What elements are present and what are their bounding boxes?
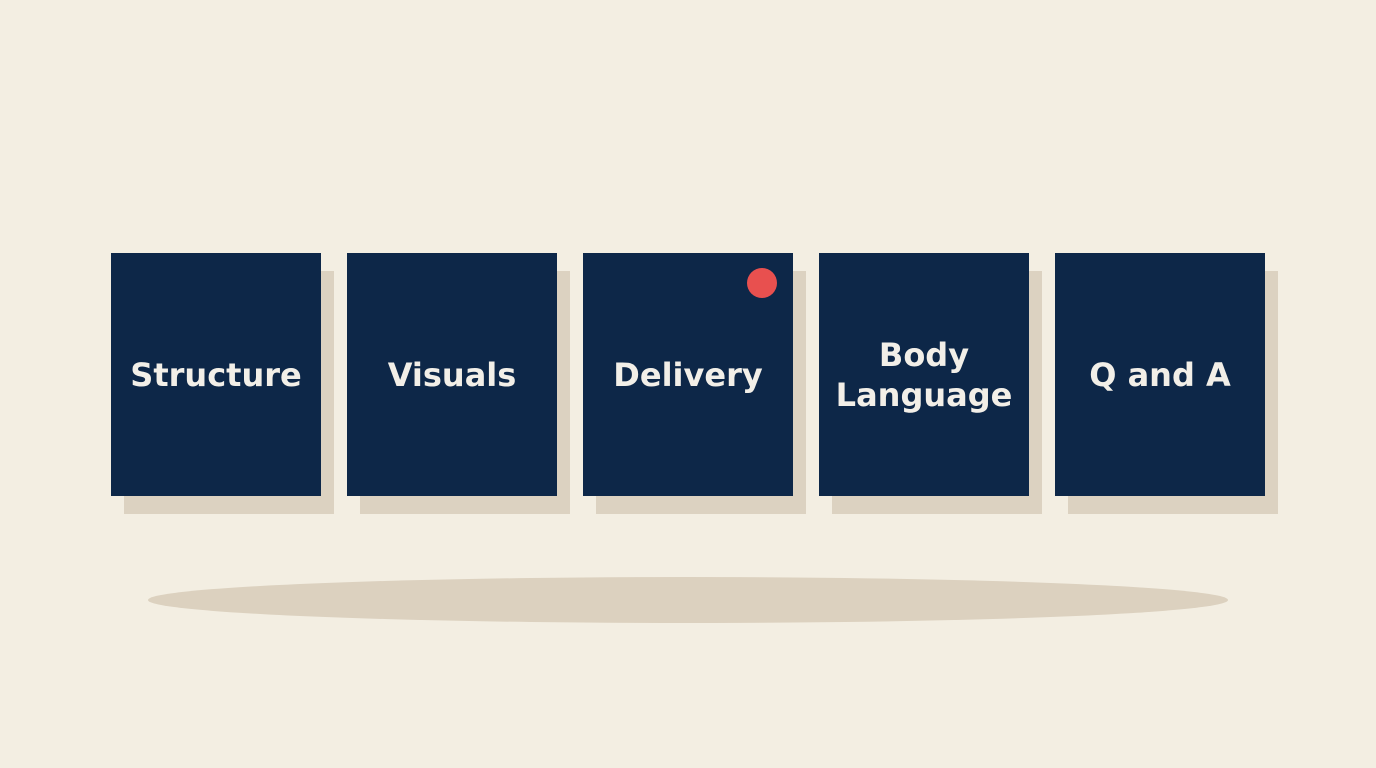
card-label: Q and A bbox=[1089, 355, 1231, 394]
highlight-dot-icon bbox=[747, 268, 777, 298]
card-structure-wrapper: Structure bbox=[111, 253, 334, 514]
card-visuals: Visuals bbox=[347, 253, 557, 496]
card-body-language-wrapper: Body Language bbox=[819, 253, 1042, 514]
card-body-language: Body Language bbox=[819, 253, 1029, 496]
card-label: Delivery bbox=[613, 355, 763, 394]
card-q-and-a: Q and A bbox=[1055, 253, 1265, 496]
card-delivery-wrapper: Delivery bbox=[583, 253, 806, 514]
floor-shadow bbox=[148, 577, 1228, 623]
card-label: Visuals bbox=[387, 355, 517, 394]
card-visuals-wrapper: Visuals bbox=[347, 253, 570, 514]
card-q-and-a-wrapper: Q and A bbox=[1055, 253, 1278, 514]
card-label: Body Language bbox=[835, 335, 1013, 414]
card-structure: Structure bbox=[111, 253, 321, 496]
card-label: Structure bbox=[130, 355, 302, 394]
card-delivery: Delivery bbox=[583, 253, 793, 496]
